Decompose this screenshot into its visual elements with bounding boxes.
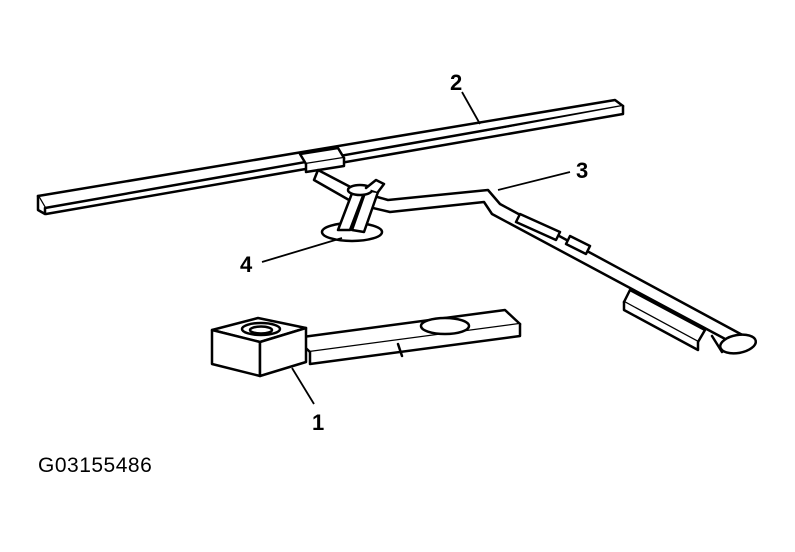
callout-1: 1: [312, 410, 324, 435]
block-arm-part-1: [210, 308, 522, 378]
figure-id-label: G03155486: [38, 454, 153, 477]
callout-4: 4: [240, 252, 253, 277]
leader-line-3: [497, 171, 571, 191]
callout-3: 3: [576, 158, 588, 183]
leader-line-4: [261, 237, 343, 263]
leader-line-1: [291, 367, 315, 405]
leader-line-2: [461, 91, 481, 125]
callout-2: 2: [450, 70, 462, 95]
stand-foot-part-4: [320, 178, 386, 243]
flat-bar-part-2: [36, 98, 625, 216]
